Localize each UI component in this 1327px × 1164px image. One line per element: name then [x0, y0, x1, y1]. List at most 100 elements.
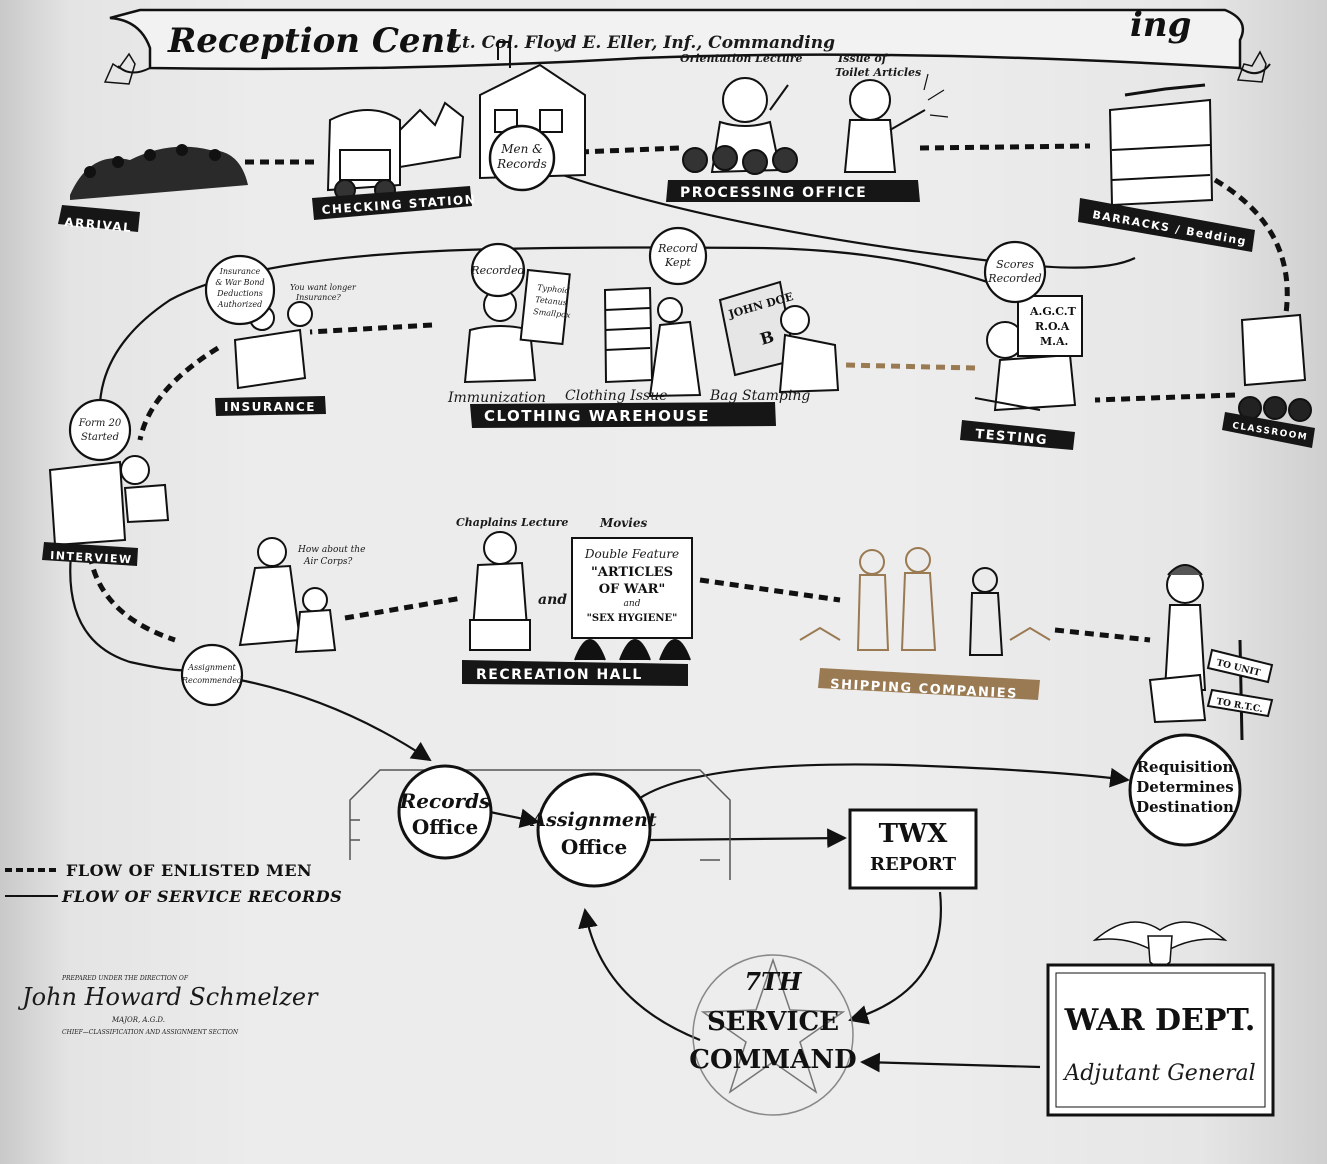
svg-text:INSURANCE: INSURANCE: [224, 400, 316, 414]
requisition-circle[interactable]: Requisition Determines Destination: [1130, 735, 1240, 845]
men-line-testing-warehouse: [845, 365, 975, 368]
men-line-shipping-exit: [1055, 630, 1150, 640]
records-line-to-requisition: [640, 764, 1128, 798]
men-line-warehouse-insurance: [310, 325, 432, 332]
shipping-companies-label: SHIPPING COMPANIES: [818, 668, 1040, 702]
classroom-illustration: [1239, 315, 1311, 421]
chaplain-lecture-caption: Chaplains Lecture: [456, 516, 568, 529]
interview-illustration: [50, 456, 168, 545]
svg-text:7TH: 7TH: [744, 967, 803, 996]
insurance-speech-1: You want longer: [290, 283, 357, 292]
svg-text:Form 20: Form 20: [78, 418, 122, 429]
svg-text:Started: Started: [81, 432, 119, 443]
svg-text:CHIEF—CLASSIFICATION AND ASSIG: CHIEF—CLASSIFICATION AND ASSIGNMENT SECT…: [62, 1029, 239, 1036]
legend-records: FLOW OF SERVICE RECORDS: [61, 887, 342, 906]
svg-text:PROCESSING OFFICE: PROCESSING OFFICE: [680, 185, 867, 201]
clothing-issue-caption: Clothing Issue: [565, 388, 667, 404]
processing-office-label: PROCESSING OFFICE: [666, 180, 920, 202]
svg-text:Recorded: Recorded: [470, 264, 524, 277]
svg-text:Destination: Destination: [1136, 798, 1234, 816]
svg-text:Requisition: Requisition: [1137, 758, 1234, 776]
assignment-office-circle[interactable]: Assignment Office: [529, 774, 656, 886]
svg-text:Records: Records: [399, 789, 491, 813]
test-sign-3: M.A.: [1040, 335, 1068, 348]
assignment-recommended-bubble: Assignment Recommended: [181, 645, 242, 705]
svg-text:WAR DEPT.: WAR DEPT.: [1064, 1003, 1256, 1038]
men-line-classroom-testing: [1095, 395, 1235, 400]
svg-text:CLOTHING WAREHOUSE: CLOTHING WAREHOUSE: [484, 407, 710, 425]
svg-text:Scores: Scores: [996, 258, 1034, 271]
svg-text:TWX: TWX: [879, 819, 949, 849]
testing-label: TESTING: [960, 420, 1075, 450]
issue-toilet-caption-2: Toilet Articles: [835, 66, 921, 79]
arrival-label: ARRIVAL: [58, 205, 140, 235]
svg-text:Records: Records: [496, 157, 547, 171]
men-line-assign-recreation: [345, 598, 462, 618]
and-word: and: [538, 592, 567, 608]
double-feature-2: "ARTICLES: [591, 565, 673, 580]
air-corps-speech-1: How about the: [297, 545, 365, 555]
svg-text:REPORT: REPORT: [870, 854, 957, 875]
svg-text:Assignment: Assignment: [529, 809, 656, 831]
men-line-processing-barracks: [920, 146, 1090, 148]
records-line-to-records-office: [240, 680, 430, 760]
double-feature-3: OF WAR": [599, 582, 666, 597]
svg-text:Assignment: Assignment: [187, 663, 236, 672]
svg-text:Insurance: Insurance: [219, 267, 261, 276]
svg-text:Recommended: Recommended: [181, 676, 242, 685]
men-line-interview-assign: [90, 555, 175, 640]
air-corps-illustration: [240, 538, 335, 652]
processing-office-illustration: [683, 74, 948, 174]
svg-text:Deductions: Deductions: [216, 289, 263, 298]
recreation-hall-label: RECREATION HALL: [462, 660, 688, 686]
signature: John Howard Schmelzer: [17, 983, 319, 1011]
barracks-label: BARRACKS / Bedding: [1078, 198, 1255, 252]
barracks-illustration: [1110, 85, 1212, 205]
clothing-issue-illustration: [605, 288, 700, 396]
orientation-lecture-caption: Orientation Lecture: [680, 52, 803, 65]
men-line-checking-processing: [580, 148, 680, 152]
war-dept-box[interactable]: WAR DEPT. Adjutant General: [1048, 922, 1273, 1115]
recorded-bubble: Recorded: [470, 244, 524, 296]
banner-right-figure: [1238, 52, 1266, 82]
records-line-service-to-assignment: [585, 910, 700, 1040]
svg-text:Record: Record: [657, 242, 698, 255]
svg-text:Authorized: Authorized: [217, 300, 263, 309]
bag-stamping-caption: Bag Stamping: [709, 388, 810, 404]
banner-title: Reception Cent: [167, 21, 461, 61]
svg-text:PREPARED UNDER THE DIRECTION O: PREPARED UNDER THE DIRECTION OF: [61, 975, 189, 982]
svg-text:Office: Office: [561, 835, 627, 859]
records-line-wardept-to-service: [862, 1062, 1040, 1067]
svg-text:Kept: Kept: [664, 256, 691, 269]
arrival-crowd: [70, 144, 248, 200]
test-sign-1: A.G.C.T: [1029, 305, 1077, 318]
legend: FLOW OF ENLISTED MEN FLOW OF SERVICE REC…: [5, 861, 342, 906]
double-feature-4: and: [624, 599, 641, 609]
svg-text:Office: Office: [412, 815, 478, 839]
credit-block: PREPARED UNDER THE DIRECTION OF John How…: [17, 975, 319, 1036]
insurance-label: INSURANCE: [215, 396, 326, 416]
svg-text:& War Bond: & War Bond: [215, 278, 264, 287]
svg-text:Recorded: Recorded: [987, 272, 1041, 285]
legend-men: FLOW OF ENLISTED MEN: [66, 861, 312, 880]
svg-text:Determines: Determines: [1136, 778, 1233, 796]
twx-report-box[interactable]: TWX REPORT: [850, 810, 976, 888]
svg-text:Adjutant General: Adjutant General: [1062, 1061, 1255, 1086]
interview-bubble: Form 20 Started: [70, 400, 130, 460]
banner-title-right: ing: [1130, 5, 1191, 45]
records-line-twx-to-service: [850, 892, 941, 1020]
double-feature-5: "SEX HYGIENE": [587, 613, 678, 624]
insurance-bubble: Insurance & War Bond Deductions Authoriz…: [206, 256, 274, 324]
service-command-emblem[interactable]: 7TH SERVICE COMMAND: [689, 955, 856, 1115]
soldier-signpost-illustration: [1150, 565, 1272, 740]
issue-toilet-caption-1: Issue of: [837, 52, 889, 65]
records-office-circle[interactable]: Records Office: [399, 766, 491, 858]
clothing-warehouse-label: CLOTHING WAREHOUSE: [470, 402, 776, 428]
double-feature-1: Double Feature: [584, 547, 679, 561]
air-corps-speech-2: Air Corps?: [303, 557, 353, 567]
men-line-recreation-shipping: [700, 580, 840, 600]
svg-text:RECREATION HALL: RECREATION HALL: [476, 667, 643, 683]
movies-caption: Movies: [599, 516, 647, 530]
